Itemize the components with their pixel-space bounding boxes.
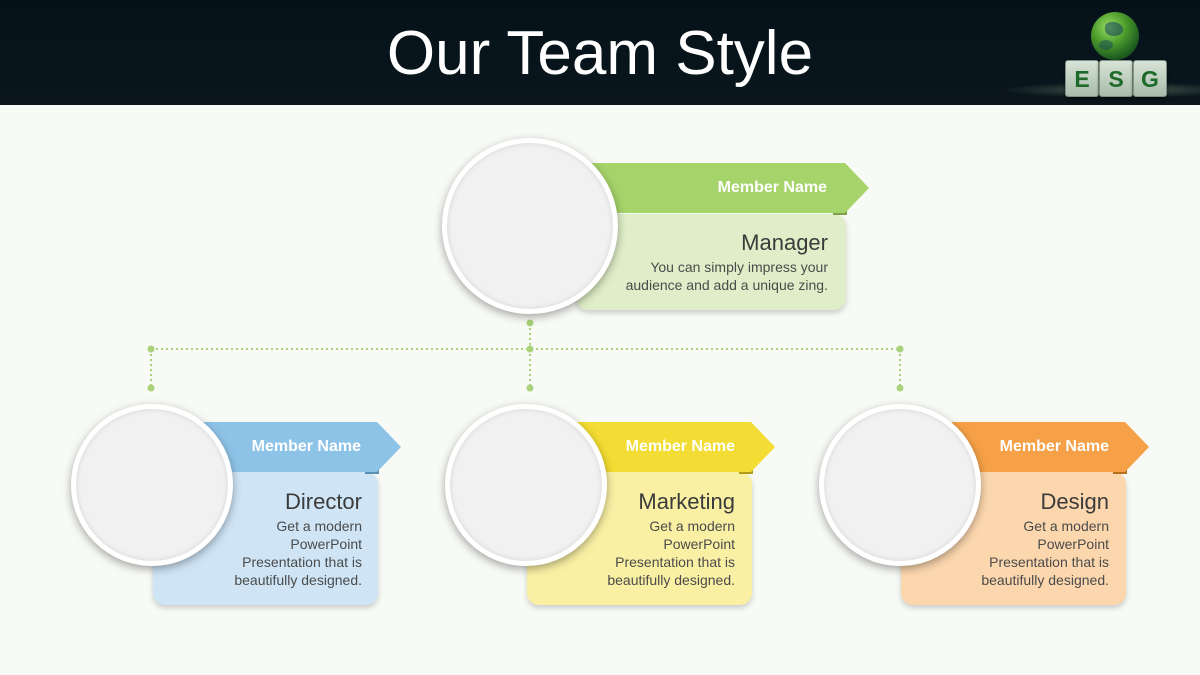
design-description: Get a modern PowerPoint Presentation tha…	[981, 518, 1109, 588]
globe-icon	[1091, 12, 1139, 60]
design-photo-placeholder	[819, 404, 981, 566]
director-member-name: Member Name	[251, 438, 361, 455]
marketing-name-ribbon: Member Name	[570, 422, 775, 472]
connector-dot	[526, 319, 534, 327]
connector-dot	[526, 345, 534, 353]
connector-dot	[147, 384, 155, 392]
design-role: Design	[1040, 489, 1109, 514]
marketing-role: Marketing	[638, 489, 735, 514]
page-title: Our Team Style	[386, 19, 814, 88]
marketing-description: Get a modern PowerPoint Presentation tha…	[607, 518, 735, 588]
manager-name-ribbon: Member Name	[566, 163, 869, 213]
logo-cube-e: E	[1065, 60, 1099, 97]
marketing-member-name: Member Name	[625, 438, 735, 455]
director-role: Director	[284, 489, 362, 514]
manager-description: You can simply impress your audience and…	[625, 259, 828, 293]
connector-dot	[147, 345, 155, 353]
connector-dot	[896, 345, 904, 353]
logo-cube-g: G	[1133, 60, 1167, 97]
connector-dot	[896, 384, 904, 392]
director-photo-placeholder	[71, 404, 233, 566]
esg-logo: E S G	[1000, 8, 1200, 100]
marketing-photo-placeholder	[445, 404, 607, 566]
manager-name: Member Name	[717, 179, 827, 196]
manager-role: Manager	[741, 230, 828, 255]
director-description: Get a modern PowerPoint Presentation tha…	[234, 518, 362, 588]
design-member-name: Member Name	[999, 438, 1109, 455]
manager-description-box	[576, 214, 846, 310]
logo-cube-s: S	[1099, 60, 1133, 97]
connector-dot	[526, 384, 534, 392]
header-bar: Our Team Style E S G	[0, 0, 1200, 105]
manager-photo-placeholder	[442, 138, 618, 314]
